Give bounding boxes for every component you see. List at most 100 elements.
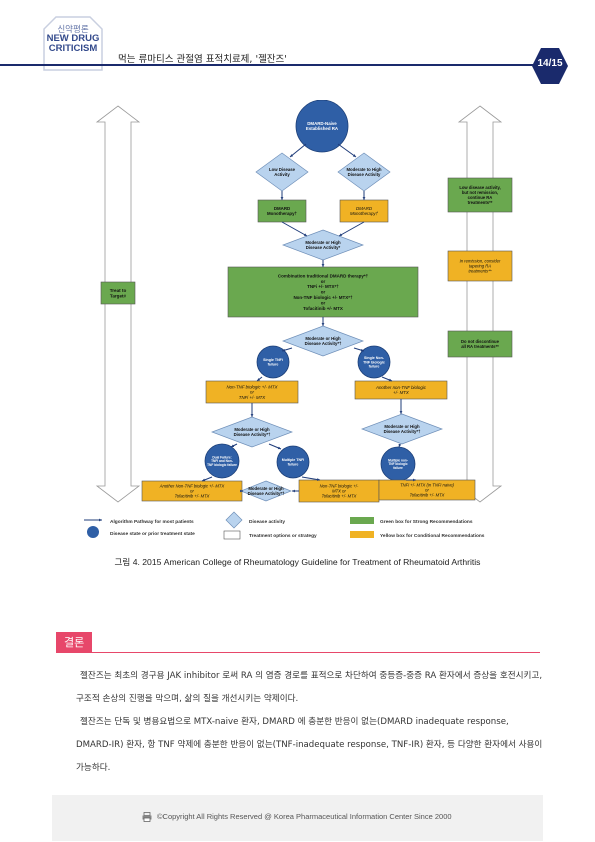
moderate-high-diamond-1-text: Disease Activity* [306,245,341,250]
another-nontnf-or-tofa-box-text: Another Non-TNF biologic +/- MTX [159,483,225,488]
moderate-high-diamond-2-text: Disease Activity*† [305,341,342,346]
treat-to-target-box [100,281,136,305]
remission-taper-box-text: tapering RA [469,263,491,268]
arrow-start-high [337,143,357,158]
arrow-mono-d1-right [338,221,365,237]
tnfi-naive-or-tofa-box-text: TNFi +/- MTX (in TNFi naive) [400,482,454,487]
dmard-mono-strong-box-text: DMARD [274,206,290,211]
single-nontnf-failure-circle-text: TNF biologic [363,360,385,364]
legend-pathway-arrow-head [99,518,102,522]
dual-failure-circle [204,443,240,479]
dmard-mono-conditional-box-text: DMARD [356,206,373,211]
logo-english-1: NEW DRUG [46,33,100,44]
header-title: 먹는 류마티스 관절염 표적치료제, '젤잔즈' [118,54,287,65]
logo: 신약평론 NEW DRUG CRITICISM [42,14,104,72]
nontnf-or-tofa-box-text: Tofacitinib +/- MTX [322,494,357,499]
tnfi-naive-or-tofa-box-text: or [425,487,429,492]
logo-english-2: CRITICISM [48,43,98,54]
moderate-high-diamond-3-text: Disease Activity*† [234,432,271,437]
multiple-tnfi-failure-circle [276,445,310,479]
combination-therapy-box-text: or [321,300,326,305]
combination-therapy-box-text: TNFi +/- MTX*† [307,284,339,289]
combination-therapy-box-text: Combination traditional DMARD therapy*† [278,273,369,278]
tnfi-naive-or-tofa-box-text: Tofacitinib +/- MTX [410,493,445,498]
low-disease-continue-box-text: continue RA [468,195,493,200]
moderate-high-top-diamond-text: Moderate to High [346,167,381,172]
legend-green-swatch [350,517,374,524]
combination-therapy-box-text: Tofacitinib +/- MTX [303,306,343,311]
nontnf-or-tnfi-box-text: Non-TNF biologic +/- MTX [226,384,278,389]
another-nontnf-box-text: Another non-TNF biologic [375,385,427,390]
dmard-mono-strong-box-text: Monotherapy† [267,211,298,216]
low-disease-continue-box [447,177,513,213]
combination-therapy-box [227,266,419,318]
footer: ©Copyright All Rights Reserved @ Korea P… [52,795,543,841]
hexagon-icon [532,48,568,84]
arrow-single-nontnf-yellow-head [388,378,392,382]
another-nontnf-or-tofa-box-text: or [190,488,194,493]
arrow-single-tnf-yellow-head [257,378,261,381]
legend-yellow-swatch [350,531,374,538]
moderate-high-top-diamond-text: Disease Activity [348,172,381,177]
dual-failure-circle-text: TNFi and Non- [211,459,233,463]
start-node-text: DMARD-Naive [307,121,337,126]
arrow-mono-d1-right-head [339,233,343,236]
low-disease-continue-box-text: treatments** [468,200,493,205]
dual-failure-circle-text: Dual Failure: [212,455,231,459]
legend-pathway-label: Algorithm Pathway for most patients [110,519,194,525]
low-activity-diamond-text: Activity [274,172,290,177]
conclusion-heading: 결론 [56,632,93,652]
remission-taper-box [447,250,513,282]
moderate-high-diamond-1-text: Moderate or High [305,240,341,245]
low-activity-diamond-text: Low Disease [269,167,296,172]
single-nontnf-failure-circle-text: failure [369,365,380,369]
arrow-yellow-d3-head [250,414,254,417]
single-tnfi-failure-circle [256,345,290,379]
legend-disease_state-label: Disease state or prior treatment state [110,531,195,537]
arrow-start-high-head [352,154,356,157]
low-disease-continue-box-text: but not remission, [462,190,498,195]
arrow-start-low-head [290,154,294,157]
moderate-high-diamond-5 [240,480,292,502]
treat-to-target-box-text: Target# [110,293,127,298]
moderate-high-diamond-4 [361,413,443,445]
conclusion-rule [56,652,540,653]
moderate-high-diamond-2-text: Moderate or High [305,336,341,341]
arrow-mono-d1-left [281,221,308,237]
multiple-nontnf-failure-circle-text: Multiple non- [388,458,408,462]
moderate-high-diamond-4-text: Disease Activity*† [384,429,421,434]
remission-taper-box-text: treatments** [468,269,491,274]
arrow-multi-tnf-yellow [301,476,321,481]
treat-to-target-box-text: Treat to [110,288,127,293]
arrow-d4-multi-head [398,443,402,447]
do-not-discontinue-box-text: all RA treatments** [461,344,499,349]
arrow-yellow-d4-head [399,411,403,414]
arrow-high-mono-head [362,197,366,200]
legend-disease-state-circle [87,526,99,538]
single-tnfi-failure-circle-text: failure [268,362,279,366]
legend-options-label: Treatment options or strategy [249,533,317,539]
legend-green-label: Green box for Strong Recommendations [380,519,473,525]
conclusion-paragraph-2: 젤잔즈는 단독 및 병용요법으로 MTX-naive 환자, DMARD 에 충… [76,717,543,773]
nontnf-or-tnfi-box-text: or [250,390,254,395]
conclusion-heading-bar: 결론 [56,632,540,654]
combination-therapy-box-text: or [321,279,326,284]
logo-frame-icon [43,16,103,71]
arrow-low-mono-head [280,197,284,200]
arrow-multi-nontnf-yellow-head [413,478,416,482]
arrow-d3-dual-head [231,444,235,447]
multiple-tnfi-failure-circle-text: failure [288,462,299,466]
arrow-start-low [289,143,307,158]
multiple-tnfi-failure-circle-text: Multiple TNFi [282,458,305,462]
nontnf-or-tnfi-box-text: TNFi +/- MTX [239,395,267,400]
footer-copyright: ©Copyright All Rights Reserved @ Korea P… [157,812,452,821]
start-node-text: Established RA [306,126,339,131]
single-nontnf-failure-circle-text: Single Non- [364,356,385,360]
figure-caption: 그림 4. 2015 American College of Rheumatol… [114,557,481,567]
nontnf-or-tofa-box-text: MTX or [332,488,346,493]
arrow-mono-d1-left-head [303,233,307,236]
moderate-high-diamond-3 [211,416,293,448]
arrow-combo-d2-head [321,323,325,326]
